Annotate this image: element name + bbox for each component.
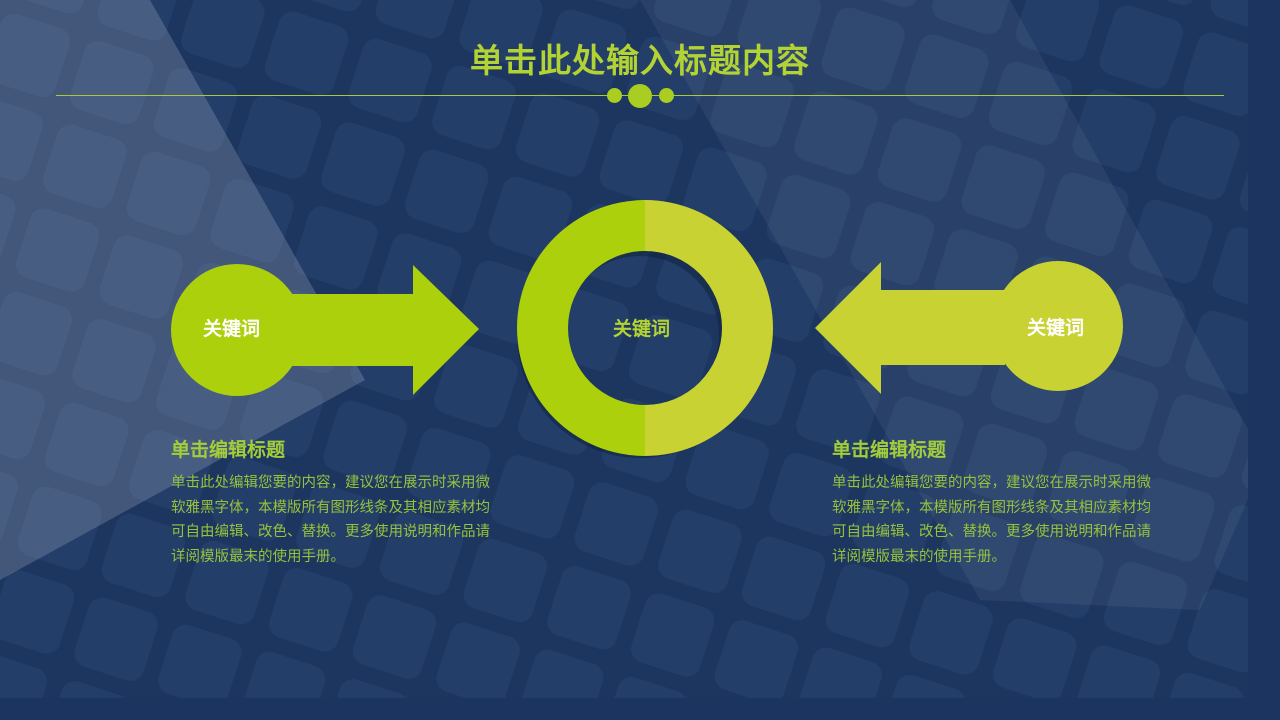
center-keyword[interactable]: 关键词 — [613, 318, 671, 340]
left-heading[interactable]: 单击编辑标题 — [171, 439, 286, 461]
left-keyword[interactable]: 关键词 — [203, 318, 261, 340]
divider-dot-left — [607, 88, 622, 103]
right-keyword[interactable]: 关键词 — [1027, 317, 1085, 339]
ring-left-half — [517, 200, 645, 456]
page-title[interactable]: 单击此处输入标题内容 — [470, 41, 810, 80]
left-body-text[interactable]: 单击此处编辑您要的内容，建议您在展示时采用微软雅黑字体，本模版所有图形线条及其相… — [171, 475, 490, 565]
ring-right-half — [645, 200, 773, 456]
right-heading[interactable]: 单击编辑标题 — [832, 439, 947, 461]
right-arrow-shape — [815, 261, 1123, 394]
light-band-left — [0, 0, 365, 580]
divider-dot-center — [628, 84, 652, 108]
right-body-text[interactable]: 单击此处编辑您要的内容，建议您在展示时采用微软雅黑字体，本模版所有图形线条及其相… — [832, 475, 1151, 565]
divider-dot-right — [659, 88, 674, 103]
left-arrow-shape — [171, 264, 479, 396]
